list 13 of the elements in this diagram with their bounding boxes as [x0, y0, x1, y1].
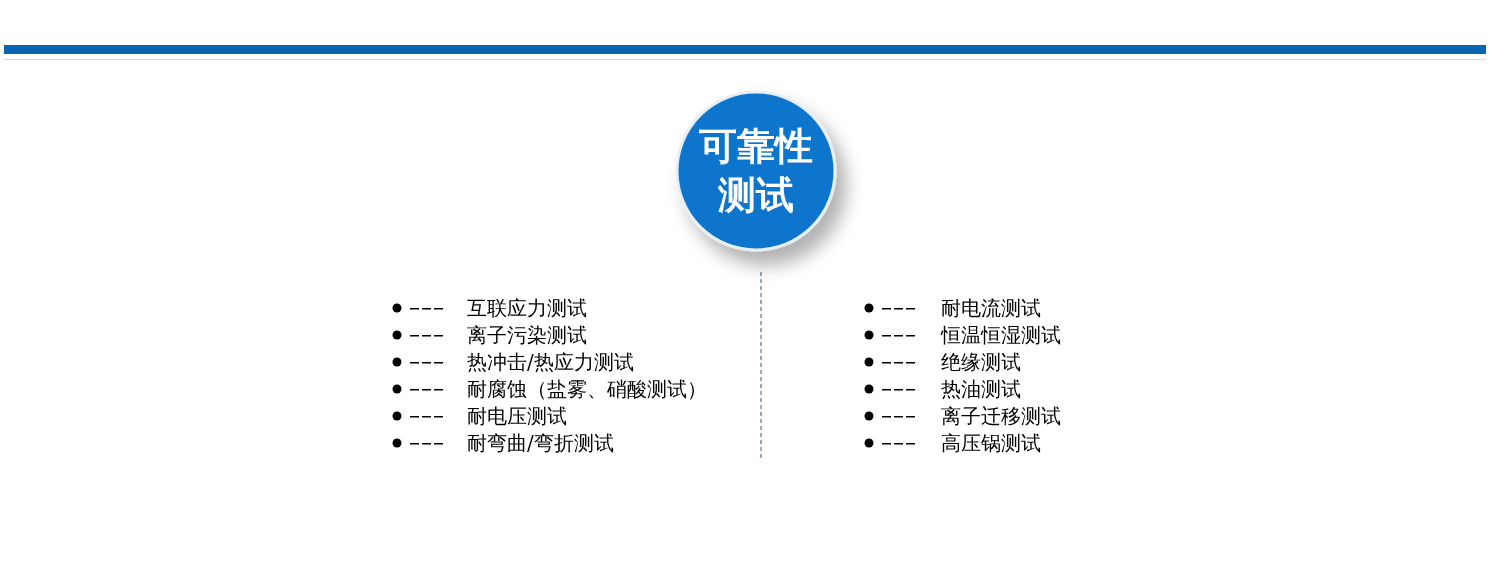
test-item-text: 离子迁移测试 [941, 404, 1061, 428]
test-item-text: 离子污染测试 [467, 323, 587, 347]
test-item-text: 互联应力测试 [467, 296, 587, 320]
test-item-text: 热冲击/热应力测试 [467, 350, 634, 374]
test-item-text: 耐弯曲/弯折测试 [467, 431, 614, 455]
test-item-text: 热油测试 [941, 377, 1021, 401]
test-item-text: 高压锅测试 [941, 431, 1041, 455]
test-item-text: 绝缘测试 [941, 350, 1021, 374]
test-item-text: 耐电流测试 [941, 296, 1041, 320]
title-text: 可靠性测试 [698, 122, 814, 219]
test-item-text: 耐腐蚀（盐雾、硝酸测试） [467, 377, 707, 401]
test-item-text: 耐电压测试 [467, 404, 567, 428]
test-item-text: 恒温恒湿测试 [941, 323, 1061, 347]
